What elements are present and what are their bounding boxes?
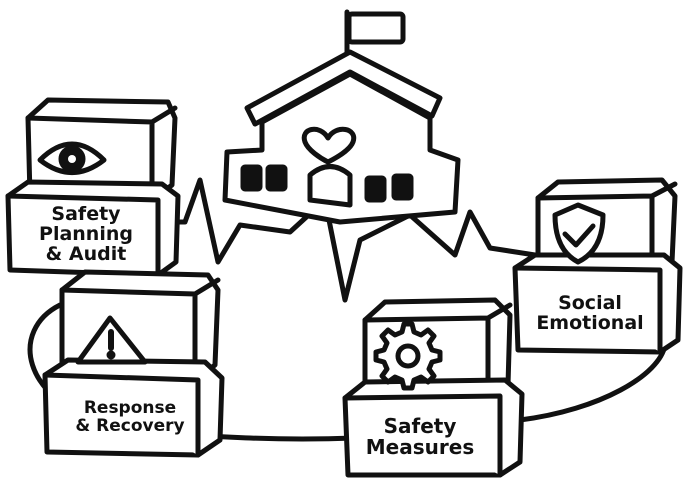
window-left-2	[268, 167, 285, 189]
label-safety-planning: Safety Planning & Audit	[39, 205, 133, 265]
window-right-1	[367, 178, 384, 200]
label-safety-measures: Safety Measures	[366, 416, 474, 458]
school-door	[310, 167, 350, 206]
label-social-emotional: Social Emotional	[536, 294, 643, 334]
school-heart-icon	[225, 12, 458, 222]
window-left-1	[243, 167, 260, 189]
window-right-2	[394, 176, 411, 198]
flag-icon	[349, 14, 403, 42]
gear-icon	[376, 324, 440, 388]
label-response-recovery: Response & Recovery	[75, 400, 184, 436]
